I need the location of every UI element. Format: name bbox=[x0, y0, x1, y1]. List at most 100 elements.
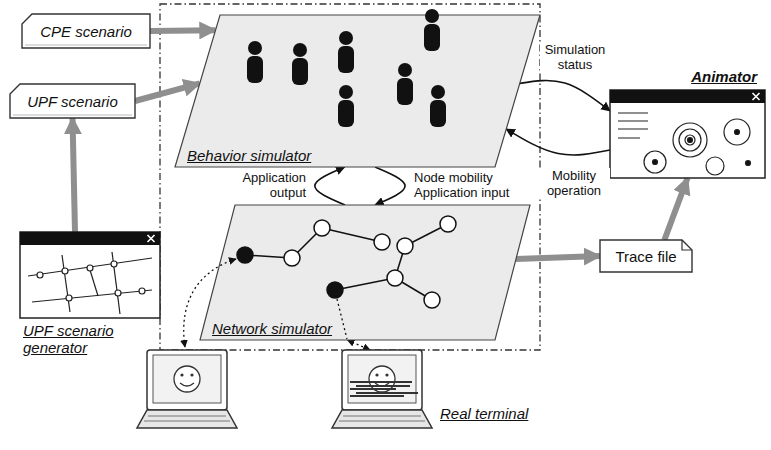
scenario-file-outline bbox=[10, 84, 135, 118]
generator-window-content bbox=[139, 288, 145, 294]
file-name: Trace file bbox=[615, 248, 676, 265]
network-graph bbox=[440, 216, 456, 232]
trace-file-outline bbox=[682, 240, 692, 250]
real-terminal-outline bbox=[348, 355, 416, 403]
animator-window-content bbox=[746, 161, 751, 166]
data-flow-arrow bbox=[150, 27, 216, 34]
terminal-link bbox=[184, 259, 347, 347]
laptop-icon bbox=[147, 350, 227, 410]
laptop-icon bbox=[190, 373, 193, 376]
simulator-plane-outline bbox=[175, 15, 540, 167]
animator-window-content bbox=[653, 160, 658, 165]
animator-window-outline bbox=[610, 90, 765, 103]
edge-label: Mobility operation bbox=[538, 168, 610, 198]
real-terminal: Real terminal bbox=[330, 350, 530, 444]
laptop-icon bbox=[137, 410, 237, 428]
edge-label: Node mobility Application input bbox=[412, 170, 534, 200]
real-terminal-outline bbox=[350, 388, 396, 390]
people-icons bbox=[430, 85, 446, 127]
scenario-file: UPF scenario bbox=[10, 84, 135, 118]
animator-window-content bbox=[706, 157, 724, 175]
real-terminal-outline bbox=[350, 381, 412, 383]
file-name: CPE scenario bbox=[40, 23, 132, 40]
simulator-plane-outline bbox=[200, 205, 530, 340]
data-flow-arrow bbox=[73, 118, 76, 232]
animator-window-content bbox=[685, 135, 695, 145]
laptop-icon bbox=[180, 383, 194, 386]
generator-window-content bbox=[87, 265, 93, 271]
real-terminal-outline bbox=[332, 350, 432, 428]
animator-window-content bbox=[679, 129, 701, 151]
generator-window-content bbox=[28, 258, 152, 276]
real-terminal-outline bbox=[350, 395, 404, 397]
animator-window-content bbox=[735, 130, 740, 135]
scenario-file-outline bbox=[25, 45, 147, 46]
terminal-link bbox=[348, 340, 371, 350]
animator-window-content bbox=[724, 119, 750, 145]
real-terminal-outline bbox=[330, 350, 530, 444]
trace-file: Trace file bbox=[600, 240, 692, 272]
real-terminal-outline bbox=[339, 416, 425, 421]
tool-window-outline bbox=[20, 232, 160, 318]
laptop-icon bbox=[174, 366, 200, 392]
real-terminal-outline bbox=[385, 373, 388, 376]
edge-label: Application output bbox=[218, 170, 308, 200]
animator-window-outline bbox=[610, 90, 765, 178]
network-graph bbox=[374, 234, 390, 250]
data-flow-arrow bbox=[664, 178, 687, 240]
people-icons bbox=[338, 85, 354, 127]
network-graph bbox=[237, 247, 253, 263]
data-flow-arrow bbox=[516, 256, 600, 259]
interaction-arrow bbox=[520, 81, 610, 111]
interaction-arrow bbox=[506, 129, 610, 155]
animator-window-content bbox=[618, 113, 648, 138]
simulator-plane: Network simulator bbox=[200, 205, 530, 340]
people-icons bbox=[247, 9, 446, 127]
simulator-plane: Behavior simulator bbox=[175, 15, 540, 167]
network-graph bbox=[284, 250, 300, 266]
real-terminal-outline bbox=[356, 392, 418, 394]
real-terminal-outline bbox=[375, 373, 378, 376]
animator-window-content bbox=[618, 113, 751, 175]
network-graph bbox=[387, 270, 403, 286]
tool-window-outline bbox=[20, 232, 160, 245]
trace-file-outline bbox=[600, 240, 692, 272]
generator-window-content bbox=[62, 255, 70, 312]
animator-window-outline bbox=[753, 93, 760, 100]
animator-window: Animator bbox=[610, 66, 765, 178]
animator-window-content bbox=[673, 123, 707, 157]
network-graph bbox=[397, 238, 413, 254]
real-terminal-outline bbox=[332, 410, 432, 428]
terminal-link bbox=[184, 259, 236, 347]
tool-name: Animator bbox=[691, 68, 757, 85]
network-graph bbox=[424, 292, 440, 308]
file-name: UPF scenario bbox=[27, 93, 118, 110]
generator-window-content bbox=[90, 270, 98, 296]
generator-window-content bbox=[32, 290, 152, 302]
people-icons bbox=[397, 63, 413, 105]
generator-window-content bbox=[37, 272, 43, 278]
network-graph bbox=[322, 228, 382, 242]
edge-label: Simulation status bbox=[540, 42, 610, 72]
people-icons bbox=[424, 9, 440, 51]
generator-window-content bbox=[28, 252, 152, 314]
simulator-boundary bbox=[160, 4, 540, 350]
laptop-icon bbox=[153, 355, 221, 403]
interaction-arrow bbox=[315, 167, 345, 205]
terminal-name: Real terminal bbox=[440, 405, 528, 422]
generator-window-content bbox=[112, 252, 120, 314]
laptop-icon bbox=[137, 350, 237, 428]
scenario-file: CPE scenario bbox=[22, 14, 150, 48]
simulator-name: Network simulator bbox=[212, 320, 332, 337]
scenario-file-outline bbox=[22, 14, 150, 48]
generator-window-content bbox=[62, 268, 68, 274]
animator-window-content bbox=[644, 151, 666, 173]
people-icons bbox=[338, 31, 354, 73]
network-graph bbox=[237, 216, 456, 308]
tool-window-outline bbox=[148, 235, 155, 242]
animator-window-content bbox=[688, 138, 693, 143]
generator-window-content bbox=[111, 261, 117, 267]
